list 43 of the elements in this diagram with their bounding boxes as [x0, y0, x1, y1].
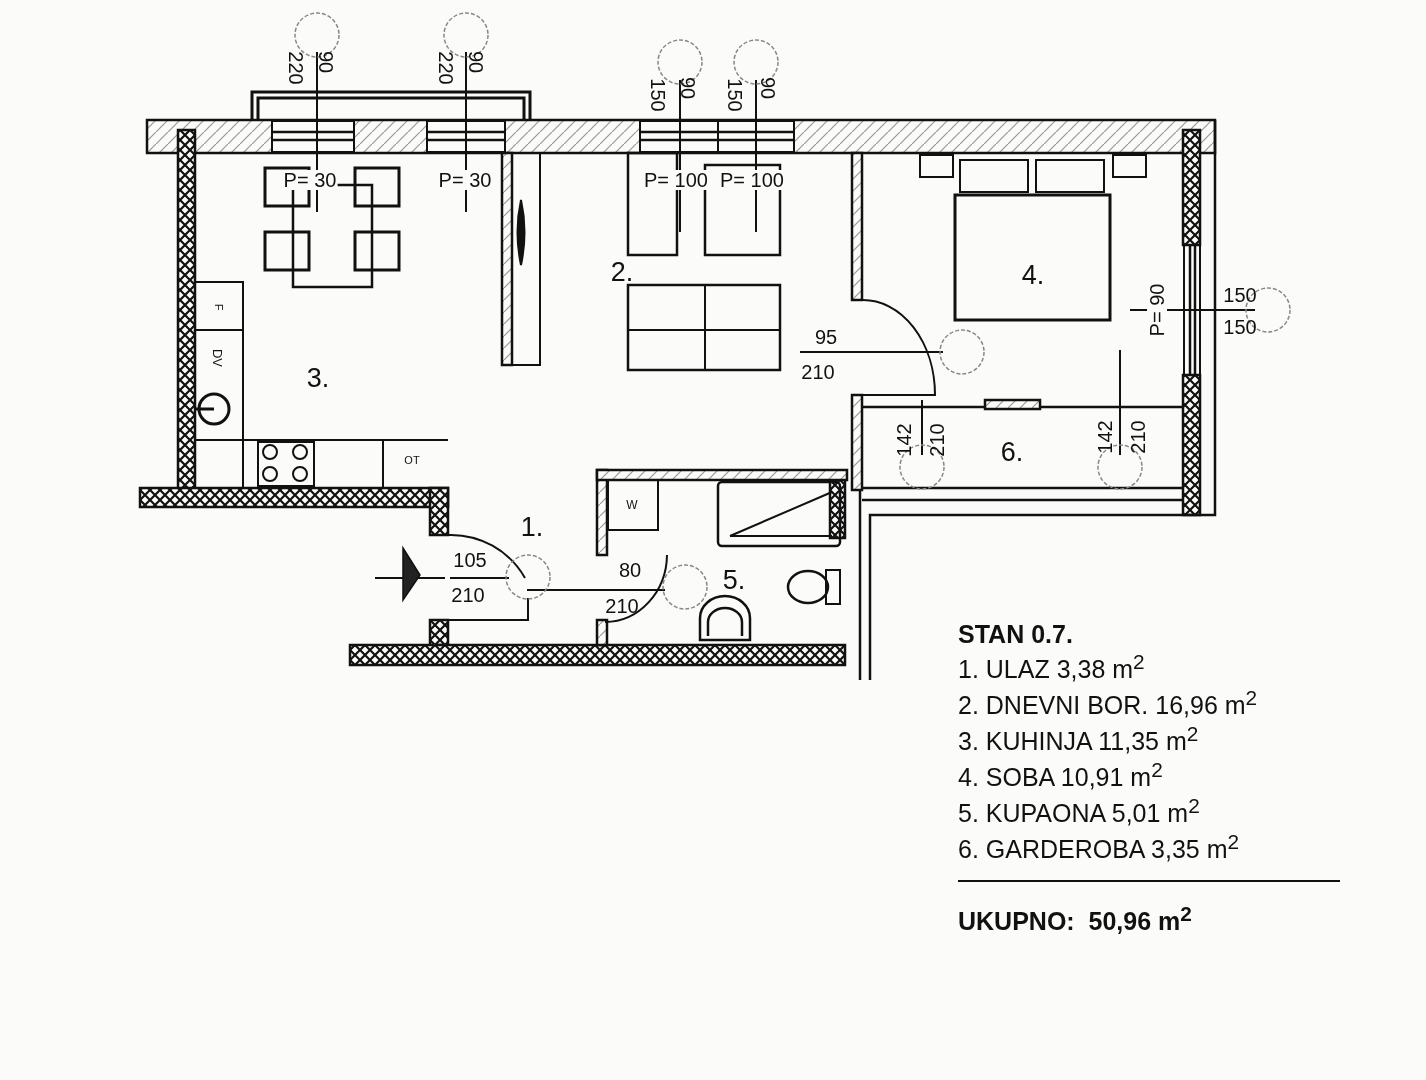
dimension-label: 90 [678, 76, 698, 100]
dimension-label: 95 [814, 327, 838, 347]
appliance-label: F [212, 303, 224, 311]
dimension-label: 90 [758, 76, 778, 100]
dimension-label: P= 100 [643, 170, 709, 190]
room-number: 5. [722, 566, 746, 594]
dimension-label: 90 [466, 50, 486, 74]
room-area-item: 2. DNEVNI BOR. 16,96 m$^{2}$ [958, 688, 1258, 719]
dimension-label: 105 [453, 550, 487, 570]
dimension-label: 210 [451, 585, 485, 605]
room-area-item: 3. KUHINJA 11,35 m$^{2}$ [958, 724, 1199, 755]
dimension-label: P= 100 [719, 170, 785, 190]
dimension-label: 90 [316, 50, 336, 74]
apartment-heading: STAN 0.7. [958, 622, 1073, 647]
appliance-label: W [626, 499, 638, 511]
room-number: 6. [1000, 438, 1024, 466]
dimension-label: 210 [801, 362, 835, 382]
dimension-label: 210 [1128, 420, 1148, 454]
dimension-label: 142 [1095, 420, 1115, 454]
room-area-item: 1. ULAZ 3,38 m$^{2}$ [958, 652, 1145, 683]
room-number: 1. [520, 513, 544, 541]
dimension-label: P= 30 [437, 170, 493, 190]
total-area: UKUPNO: 50,96 m$^{2}$ [958, 904, 1192, 935]
dimension-label: 142 [894, 423, 914, 457]
room-number: 2. [610, 258, 634, 286]
room-area-item: 6. GARDEROBA 3,35 m$^{2}$ [958, 832, 1240, 863]
room-number: 3. [306, 364, 330, 392]
dimension-label: 210 [927, 423, 947, 457]
dimension-label: 80 [618, 560, 642, 580]
appliance-label: DV [210, 348, 224, 368]
dimension-label: 210 [605, 596, 639, 616]
room-area-item: 5. KUPAONA 5,01 m$^{2}$ [958, 796, 1200, 827]
dimension-label: 150 [648, 78, 668, 112]
dimension-label: 220 [286, 51, 306, 85]
room-area-item: 4. SOBA 10,91 m$^{2}$ [958, 760, 1163, 791]
room-number: 4. [1021, 261, 1045, 289]
dimension-label: P= 90 [1147, 282, 1167, 338]
dimension-label: 150 [1223, 285, 1257, 305]
dimension-label: 150 [1223, 317, 1257, 337]
dimension-label: P= 30 [282, 170, 338, 190]
dimension-label: 220 [436, 51, 456, 85]
appliance-label: OT [404, 454, 420, 466]
dimension-label: 150 [725, 78, 745, 112]
